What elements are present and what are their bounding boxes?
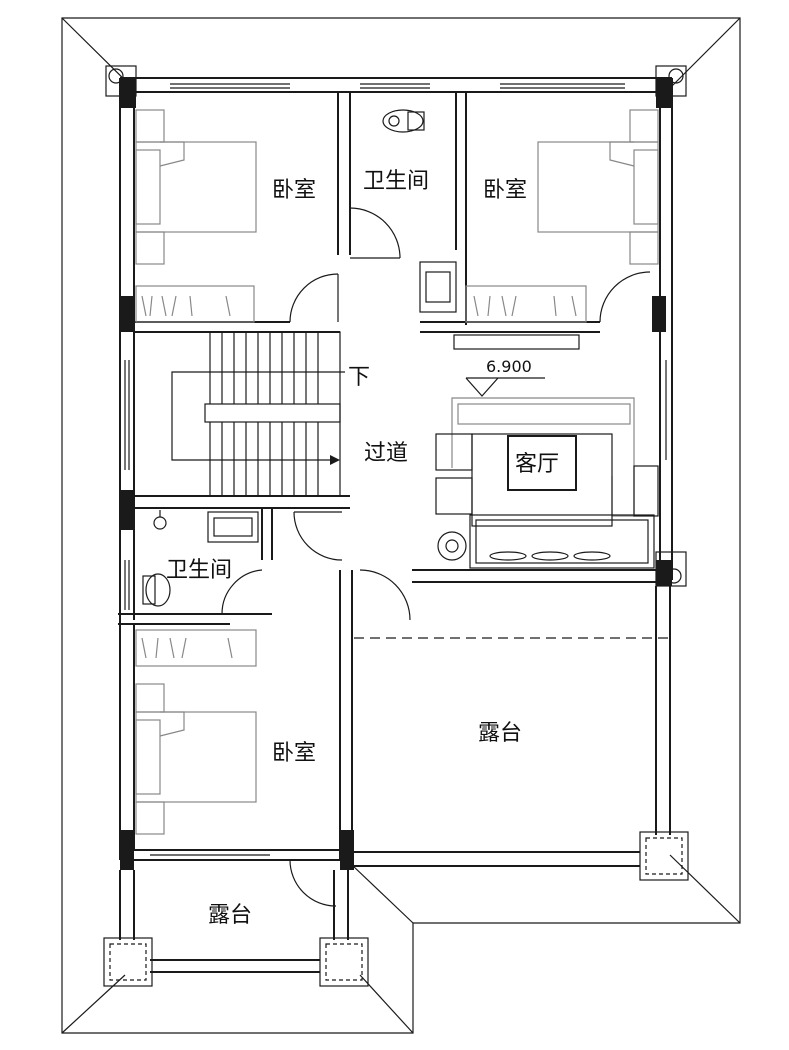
- bed-ne: [537, 109, 659, 265]
- terrace-east: [352, 586, 689, 881]
- label-terrace-south: 露台: [208, 903, 252, 928]
- wardrobe-nw: [135, 285, 255, 323]
- wardrobe-ne: [465, 285, 587, 323]
- tv-console: [453, 334, 580, 350]
- door-swings: [221, 207, 651, 907]
- exterior-walls: [119, 77, 673, 861]
- staircase: [133, 331, 345, 497]
- toilet-n: [382, 109, 425, 133]
- bed-nw: [135, 109, 257, 265]
- sofa-set: [435, 397, 659, 569]
- label-bedroom-sw: 卧室: [272, 741, 316, 766]
- interior-walls: [118, 92, 660, 865]
- living-room-label-box: [507, 435, 577, 491]
- wardrobe-sw: [135, 629, 257, 667]
- terrace-south: [103, 870, 369, 987]
- bed-sw: [135, 683, 257, 835]
- bath-w-fixtures: [142, 510, 259, 607]
- label-bathroom-w: 卫生间: [166, 558, 232, 583]
- room-labels: 卧室 卫生间 卧室 下 过道 客厅 卫生间 卧室 露台 露台: [166, 169, 559, 928]
- label-bedroom-nw: 卧室: [272, 178, 316, 203]
- label-living-room: 客厅: [515, 452, 559, 477]
- roof-outline: [61, 17, 741, 1034]
- stair-treads: [209, 332, 319, 496]
- label-corridor: 过道: [364, 441, 408, 466]
- basin-n: [419, 261, 457, 313]
- label-terrace-east: 露台: [478, 721, 522, 746]
- label-stair-down: 下: [348, 365, 370, 390]
- label-bedroom-ne: 卧室: [483, 178, 527, 203]
- elevation-text: 6.900: [486, 357, 532, 376]
- elevation-marker: 6.900: [465, 357, 545, 397]
- label-bathroom-n: 卫生间: [363, 169, 429, 194]
